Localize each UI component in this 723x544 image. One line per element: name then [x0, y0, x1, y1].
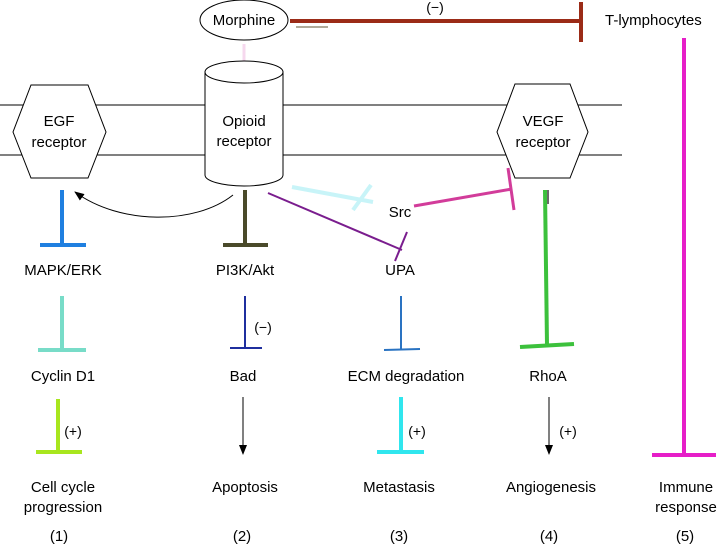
metastasis-label: Metastasis: [363, 479, 435, 496]
opioid-receptor-label-line2: receptor: [216, 133, 271, 150]
egf-receptor-hexagon-drawn: [12, 84, 107, 179]
column-5-number: (5): [676, 528, 694, 544]
egf-receptor-label-line1: EGF: [44, 113, 75, 130]
angiogenesis-label: Angiogenesis: [506, 479, 596, 496]
cell-cycle-sign: (+): [64, 423, 82, 439]
bad-sign: (−): [254, 319, 272, 335]
opioid-receptor-mask: [206, 84, 282, 174]
morphine-label: Morphine: [213, 12, 276, 29]
src-vegf-inhibit-bar: [506, 167, 516, 211]
bad-label: Bad: [230, 368, 257, 385]
opioid-src-inhibit-bar: [351, 183, 373, 212]
apoptosis-label: Apoptosis: [212, 479, 278, 496]
column-3-number: (3): [390, 528, 408, 544]
opioid-upa-inhibit-bar: [394, 231, 408, 262]
opioid-upa-inhibit-line: [267, 192, 403, 251]
morphine-node: [199, 0, 289, 41]
src-label: Src: [389, 204, 412, 221]
cell-cycle-label-line1: Cell cycle: [31, 479, 95, 496]
vegf-receptor-label-line1: VEGF: [523, 113, 564, 130]
column-1-number: (1): [50, 528, 68, 544]
immune-label-line1: Immune: [659, 479, 713, 496]
mapk-erk-label: MAPK/ERK: [24, 262, 102, 279]
vegf-rhoa-inhibit-line: [543, 189, 549, 346]
pi3k-akt-label: PI3K/Akt: [216, 262, 275, 279]
angiogenesis-sign: (+): [559, 423, 577, 439]
egf-receptor-label-line2: receptor: [31, 134, 86, 151]
t-lymphocytes-label: T-lymphocytes: [605, 12, 702, 29]
opioid-egf-arrow: [74, 191, 234, 218]
ecm-degradation-label: ECM degradation: [348, 368, 465, 385]
column-4-number: (4): [540, 528, 558, 544]
upa-label: UPA: [385, 262, 415, 279]
cell-cycle-label-line2: progression: [24, 499, 102, 516]
upa-ecm-inhibit-bar: [383, 348, 421, 351]
vegf-receptor-label-line2: receptor: [515, 134, 570, 151]
rhoa-label: RhoA: [529, 368, 567, 385]
metastasis-sign: (+): [408, 423, 426, 439]
opioid-receptor-label-line1: Opioid: [222, 113, 265, 130]
src-vegf-inhibit-line: [413, 187, 513, 208]
opioid-receptor-top: [204, 60, 284, 84]
vegf-rhoa-inhibit-bar: [519, 342, 575, 349]
vegf-receptor-node: [496, 83, 589, 179]
cyclin-d1-label: Cyclin D1: [31, 368, 95, 385]
morphine-tlymph-sign: (−): [426, 0, 444, 15]
column-2-number: (2): [233, 528, 251, 544]
immune-label-line2: response: [655, 499, 717, 516]
